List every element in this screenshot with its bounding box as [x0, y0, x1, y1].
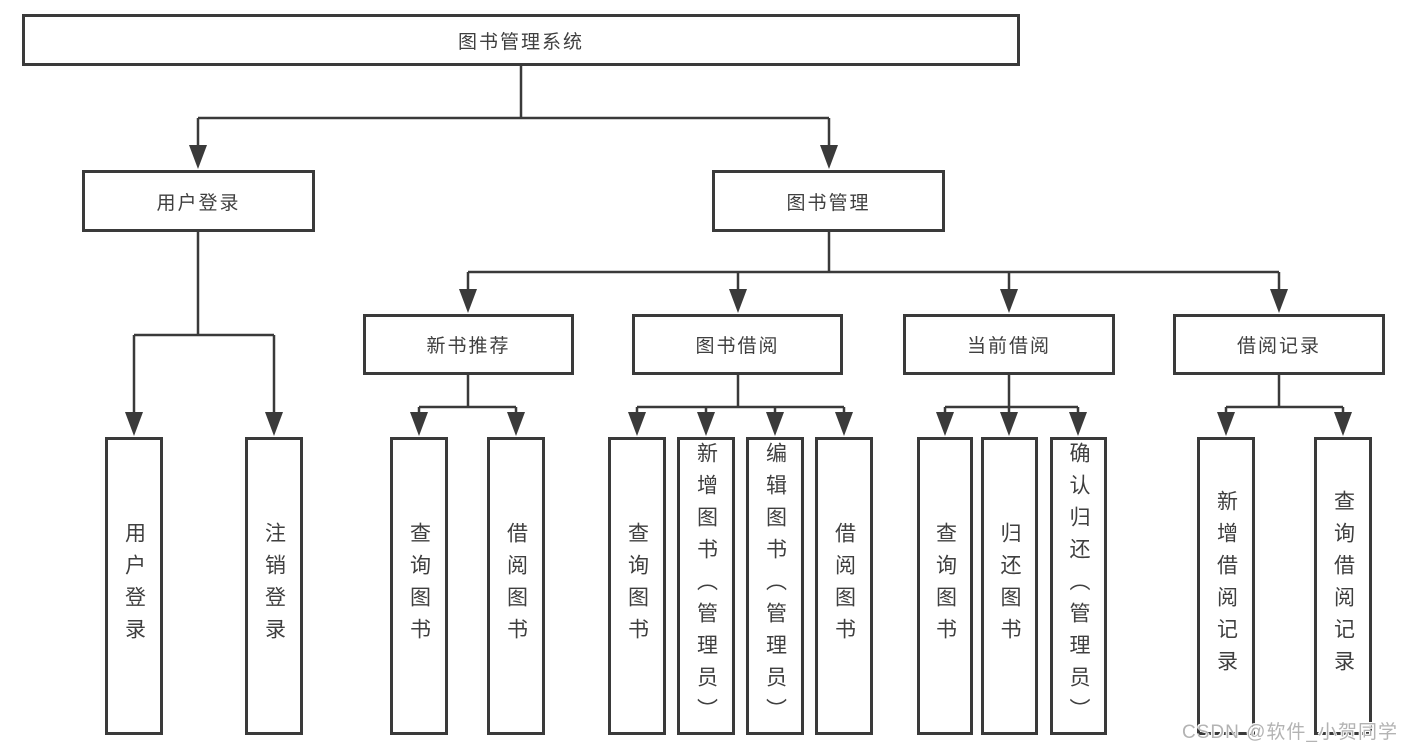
leaf-records-query-record: 查询借阅记录 [1314, 437, 1372, 735]
arrowheads [125, 145, 1352, 436]
leaf-borrowing-edit-books-admin: 编辑图书（管理员） [746, 437, 804, 735]
node-book-management: 图书管理 [712, 170, 945, 232]
leaf-records-add-record: 新增借阅记录 [1197, 437, 1255, 735]
leaf-borrowing-query-books: 查询图书 [608, 437, 666, 735]
leaf-user-login: 用户登录 [105, 437, 163, 735]
leaf-borrowing-add-books-admin: 新增图书（管理员） [677, 437, 735, 735]
csdn-watermark: CSDN @软件_小贺同学 [1182, 722, 1398, 743]
node-library-management-system: 图书管理系统 [22, 14, 1020, 66]
node-borrowing-records: 借阅记录 [1173, 314, 1385, 375]
leaf-current-return-books: 归还图书 [981, 437, 1038, 735]
leaf-logout: 注销登录 [245, 437, 303, 735]
leaf-newbooks-query-books: 查询图书 [390, 437, 448, 735]
leaf-current-confirm-return-admin: 确认归还（管理员） [1050, 437, 1107, 735]
node-current-borrowing: 当前借阅 [903, 314, 1115, 375]
leaf-current-query-books: 查询图书 [917, 437, 973, 735]
leaf-newbooks-borrow-books: 借阅图书 [487, 437, 545, 735]
node-new-book-recommend: 新书推荐 [363, 314, 574, 375]
node-book-borrowing: 图书借阅 [632, 314, 843, 375]
node-user-login: 用户登录 [82, 170, 315, 232]
leaf-borrowing-borrow-books: 借阅图书 [815, 437, 873, 735]
